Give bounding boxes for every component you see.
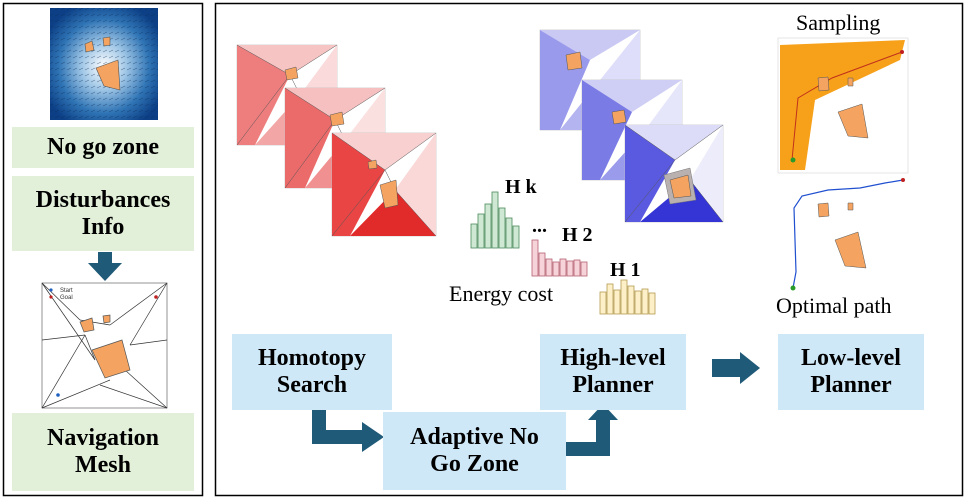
mesh-legend-goal: Goal — [60, 295, 73, 301]
adaptive-text: Adaptive No — [410, 424, 539, 451]
mesh-legend-start: Start — [60, 288, 73, 294]
sampling-plot — [777, 37, 909, 174]
histogram-h1 — [599, 279, 656, 315]
low-planner-text: Planner — [810, 372, 892, 398]
disturbance-field-image — [50, 8, 158, 120]
high-level-text: High-level — [560, 345, 666, 372]
navigation-mesh-label: Navigation Mesh — [12, 413, 194, 491]
info-text: Info — [81, 213, 125, 240]
navigation-mesh-image — [41, 282, 168, 409]
histogram-hk — [470, 191, 520, 249]
navigation-text: Navigation — [46, 425, 159, 452]
mesh-text: Mesh — [75, 452, 131, 478]
arrow-high-to-low-level — [712, 352, 760, 384]
energy-cost-label: Energy cost — [449, 281, 554, 306]
adaptive-no-go-zone-box: Adaptive No Go Zone — [383, 412, 566, 490]
optimal-path-plot — [790, 178, 905, 291]
arrow-homotopy-to-adaptive — [312, 408, 384, 452]
no-go-zone-label: No go zone — [12, 127, 194, 168]
high-level-planner-box: High-level Planner — [540, 334, 686, 410]
go-zone-text: Go Zone — [430, 451, 519, 477]
h1-label: H 1 — [610, 259, 641, 281]
low-level-planner-box: Low-level Planner — [778, 334, 924, 410]
blue-map-front — [624, 124, 724, 223]
homotopy-text: Homotopy — [258, 345, 366, 372]
high-planner-text: Planner — [572, 372, 654, 398]
down-arrow-icon — [88, 252, 122, 281]
ellipsis-label: ... — [532, 215, 547, 237]
no-go-zone-text: No go zone — [47, 134, 159, 161]
h2-label: H 2 — [562, 224, 593, 246]
main-panel-frame — [214, 2, 964, 497]
optimal-path-label: Optimal path — [776, 293, 892, 318]
search-text: Search — [276, 372, 348, 398]
histogram-h2 — [531, 239, 588, 277]
blue-homotopy-map-stack — [539, 29, 724, 223]
left-panel-frame — [2, 2, 204, 497]
red-map-front — [331, 132, 437, 237]
hk-label: H k — [505, 176, 537, 198]
disturbances-text: Disturbances — [35, 186, 171, 213]
homotopy-search-box: Homotopy Search — [232, 334, 392, 410]
sampling-label: Sampling — [796, 10, 881, 35]
low-level-text: Low-level — [801, 345, 901, 372]
arrow-adaptive-to-high-level — [566, 404, 618, 456]
red-homotopy-map-stack — [236, 44, 437, 237]
disturbances-info-label: Disturbances Info — [12, 176, 194, 251]
